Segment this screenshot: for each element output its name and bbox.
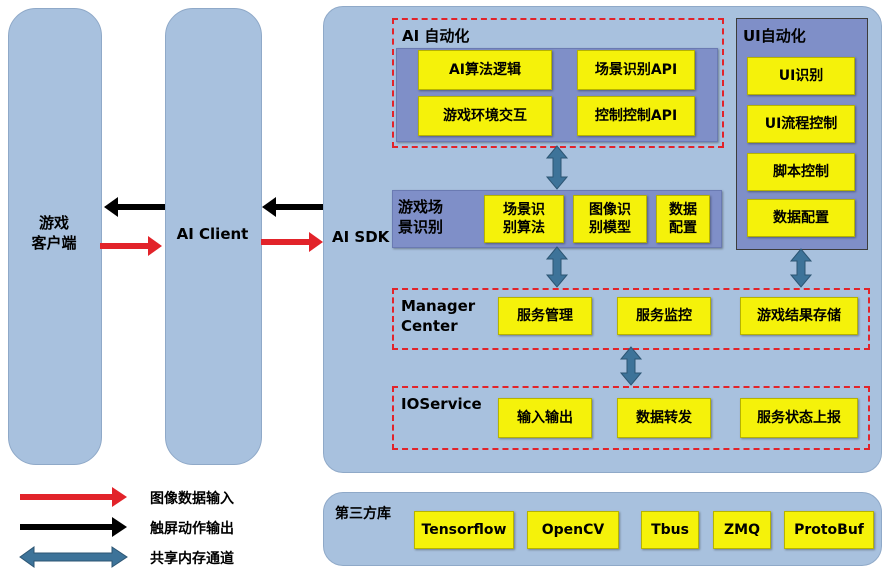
manager-center-title: Manager Center [401, 297, 476, 335]
tensorflow-box: Tensorflow [414, 511, 514, 549]
ai-automation-title: AI 自动化 [402, 27, 470, 45]
legend-red-label: 图像数据输入 [150, 491, 234, 507]
game-client-column [8, 8, 102, 465]
zmq-box: ZMQ [713, 511, 771, 549]
red-arrow-client-to-sdk [261, 232, 323, 252]
tbus-box: Tbus [641, 511, 699, 549]
scene-data-config-box: 数据 配置 [656, 195, 710, 243]
legend-black-arrow [20, 517, 127, 537]
input-output-box: 输入输出 [498, 398, 592, 438]
service-management-box: 服务管理 [498, 297, 592, 335]
game-env-interaction-box: 游戏环境交互 [418, 96, 552, 136]
legend-blue-label: 共享内存通道 [150, 551, 234, 567]
service-monitoring-box: 服务监控 [617, 297, 711, 335]
opencv-box: OpenCV [527, 511, 619, 549]
image-recognition-model-box: 图像识 别模型 [573, 195, 647, 243]
legend-red-arrow [20, 487, 127, 507]
scene-recognition-api-box: 场景识别API [577, 50, 695, 90]
game-client-label: 游戏 客户端 [31, 214, 77, 252]
control-api-box: 控制控制API [577, 96, 695, 136]
game-result-storage-box: 游戏结果存储 [740, 297, 858, 335]
ai-client-label: AI Client [176, 225, 249, 243]
scene-recognition-title: 游戏场 景识别 [398, 198, 444, 236]
ui-flow-control-box: UI流程控制 [747, 105, 855, 143]
protobuf-box: ProtoBuf [784, 511, 874, 549]
legend-black-label: 触屏动作输出 [150, 521, 234, 537]
ai-sdk-label: AI SDK [332, 228, 390, 246]
ui-recognition-box: UI识别 [747, 57, 855, 95]
black-arrow-sdk-to-client [262, 197, 323, 217]
data-forwarding-box: 数据转发 [617, 398, 711, 438]
script-control-box: 脚本控制 [747, 153, 855, 191]
legend-blue-arrow [19, 546, 128, 568]
scene-recognition-algorithm-box: 场景识 别算法 [484, 195, 564, 243]
ui-automation-title: UI自动化 [743, 27, 806, 45]
io-service-title: IOService [401, 395, 482, 413]
ai-algorithm-logic-box: AI算法逻辑 [418, 50, 552, 90]
ai-client-column [165, 8, 262, 465]
service-status-report-box: 服务状态上报 [740, 398, 858, 438]
ui-data-config-box: 数据配置 [747, 199, 855, 237]
third-party-title: 第三方库 [335, 506, 391, 522]
red-arrow-game-to-client [100, 236, 162, 256]
black-arrow-client-to-game [104, 197, 165, 217]
